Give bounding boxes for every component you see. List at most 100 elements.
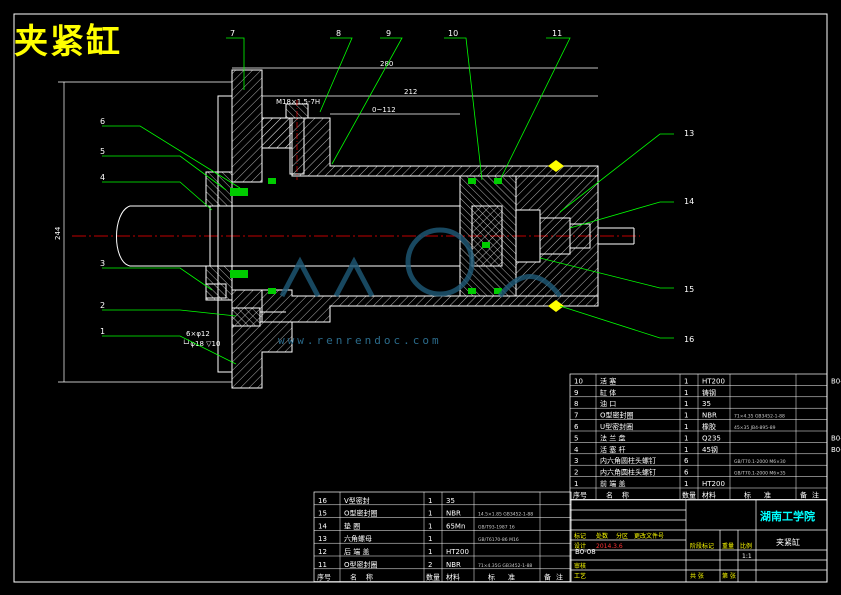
left-table-header-cell: 称 xyxy=(366,573,373,582)
callout-4: 4 xyxy=(100,173,105,182)
weld-mark-bottom xyxy=(548,300,564,312)
tb-shenhe: 审核 xyxy=(574,562,586,570)
school-name: 湖南工学院 xyxy=(760,509,815,523)
callout-leaders xyxy=(102,37,674,365)
right-table-cell: B0-07 xyxy=(831,377,841,385)
piston-rod xyxy=(116,205,460,267)
right-table-cell: 4 xyxy=(574,446,579,454)
left-table-cell: NBR xyxy=(446,510,461,518)
tb-designer-date: 2014.3.6 xyxy=(596,543,623,550)
right-table-header-cell: 准 xyxy=(764,490,771,499)
left-table-header-cell: 名 xyxy=(350,573,357,582)
right-table-header-cell: 标 xyxy=(744,490,751,499)
callout-6: 6 xyxy=(100,117,105,126)
left-table-cell: 1 xyxy=(428,497,432,505)
right-table-cell: HT200 xyxy=(702,377,725,385)
tb-di: 第 张 xyxy=(722,572,736,580)
right-table-cell: 6 xyxy=(684,469,689,477)
left-table-header-cell: 材料 xyxy=(446,573,460,582)
callout-1: 1 xyxy=(100,327,105,336)
right-table-cell: 油 口 xyxy=(600,399,616,408)
drawing-frame xyxy=(13,13,828,583)
callout-3: 3 xyxy=(100,259,105,268)
callout-10: 10 xyxy=(448,29,458,38)
left-table-cell: 13 xyxy=(318,535,327,543)
left-table-cell: 16 xyxy=(318,497,327,505)
left-table-cell: GB/T93-1987 16 xyxy=(478,524,515,530)
right-table-cell: 1 xyxy=(574,480,578,488)
callout-16: 16 xyxy=(684,335,694,344)
right-table-header-cell: 名 xyxy=(606,490,613,499)
left-table-cell: 垫 圈 xyxy=(344,521,360,530)
left-table-cell: 15 xyxy=(318,510,327,518)
dim-stroke: 0~112 xyxy=(372,106,396,114)
right-table-header-cell: 序号 xyxy=(573,490,587,499)
callout-15: 15 xyxy=(684,285,694,294)
right-table-cell: 35 xyxy=(702,400,711,408)
right-table-cell: HT200 xyxy=(702,480,725,488)
right-table-cell: 1 xyxy=(684,434,688,442)
callout-14: 14 xyxy=(684,197,694,206)
weld-mark-top xyxy=(548,160,564,172)
right-table-header-cell: 注 xyxy=(812,490,819,499)
title-block xyxy=(569,499,828,583)
right-table-cell: 1 xyxy=(684,480,688,488)
drawing-title: 夹紧缸 xyxy=(14,22,122,62)
dim-thread: M18×1.5-7H xyxy=(276,98,320,106)
right-table-cell: 6 xyxy=(574,423,579,431)
left-table-header-cell: 备 xyxy=(544,573,551,582)
left-table-cell: 35 xyxy=(446,497,455,505)
left-table-header-cell: 准 xyxy=(508,573,515,582)
watermark-logo xyxy=(279,227,562,298)
dim-counterbore: └┘φ18 ▽10 xyxy=(182,339,220,348)
tb-biaoji: 标记 xyxy=(574,532,586,540)
left-table-cell: HT200 xyxy=(446,548,469,556)
tb-bili: 比例 xyxy=(740,542,752,550)
right-table-cell: 45钢 xyxy=(702,445,718,454)
right-table-cell: 6 xyxy=(684,457,689,465)
left-table-header-cell: 注 xyxy=(556,573,563,582)
left-table-cell: 1 xyxy=(428,510,432,518)
right-table-cell: B0-05 xyxy=(831,446,841,454)
right-table-cell: Q235 xyxy=(702,434,721,442)
right-table-cell: 1 xyxy=(684,412,688,420)
right-table-cell: 2 xyxy=(574,469,578,477)
callout-7: 7 xyxy=(230,29,235,38)
left-table-cell: 六角螺母 xyxy=(344,534,372,543)
right-table-cell: B0-03 xyxy=(831,434,841,442)
left-table-cell: O型密封圈 xyxy=(344,560,378,569)
right-table-cell: 5 xyxy=(574,434,578,442)
drawing-name: 夹紧缸 xyxy=(776,537,800,547)
watermark-text: www.renrendoc.com xyxy=(278,334,442,347)
right-table-cell: 45×35 JB4-895-89 xyxy=(734,425,776,431)
right-table-header-cell: 备 xyxy=(800,490,807,499)
right-table-cell: 3 xyxy=(574,457,578,465)
left-table-header-cell: 数量 xyxy=(426,573,440,582)
left-table-cell: GB/T6170-86 M16 xyxy=(478,537,519,543)
callout-5: 5 xyxy=(100,147,105,156)
callout-2: 2 xyxy=(100,301,105,310)
dim-280: 280 xyxy=(380,60,393,68)
right-table-cell: 1 xyxy=(684,389,688,397)
right-table-cell: 活 塞 杆 xyxy=(600,445,625,454)
front-end-cover xyxy=(205,69,293,389)
left-table-cell: 1 xyxy=(428,522,432,530)
tb-gongyi: 工艺 xyxy=(574,572,586,580)
right-table-cell: 内六角圆柱头螺钉 xyxy=(600,468,656,477)
seals xyxy=(230,178,502,294)
tb-scale: 1:1 xyxy=(742,553,752,560)
tb-zhongliang: 重量 xyxy=(722,542,734,550)
right-table-cell: 10 xyxy=(574,377,583,385)
left-table-header-cell: 序号 xyxy=(317,573,331,582)
left-table-cell: B0-08 xyxy=(575,548,596,556)
left-table-cell: 14 xyxy=(318,522,327,530)
left-table-cell: 1 xyxy=(428,535,432,543)
right-table-cell: NBR xyxy=(702,412,717,420)
right-table-cell: 铸钢 xyxy=(702,388,716,397)
tb-chushu: 处数 xyxy=(596,532,608,540)
left-table-cell: V型密封 xyxy=(344,496,370,505)
right-table-cell: 1 xyxy=(684,423,688,431)
left-table-cell: 2 xyxy=(428,561,432,569)
